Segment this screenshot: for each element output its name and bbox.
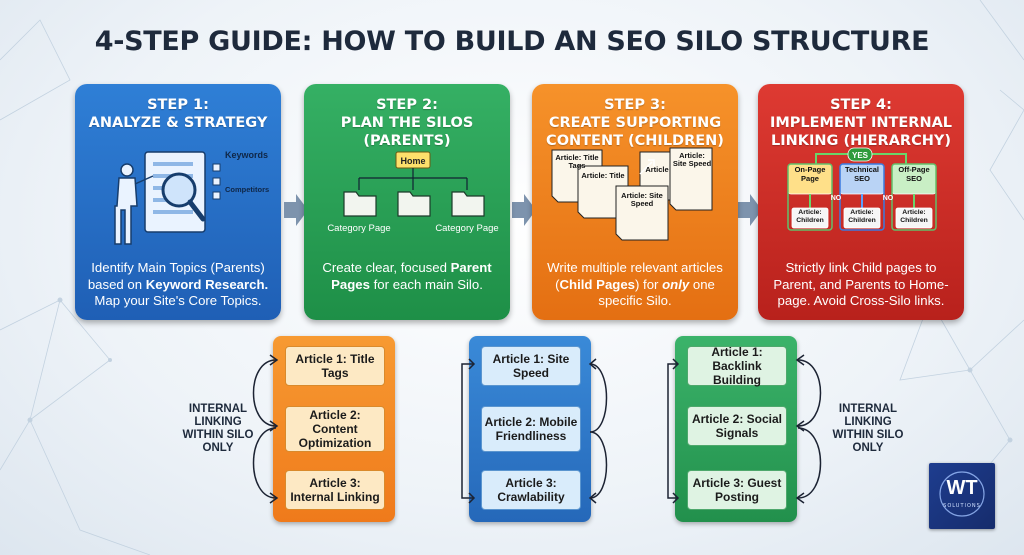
step-4-description: Strictly link Child pages to Parent, and… <box>773 260 949 308</box>
desc-text: one specific Silo. <box>598 276 715 309</box>
desc-bold: Parent Pages <box>331 260 492 292</box>
home-label: Home <box>400 156 425 166</box>
desc-bold: Child Pages <box>559 276 635 292</box>
step-3-card: STEP 3: CREATE SUPPORTING CONTENT (CHILD… <box>532 84 738 320</box>
checklist-icon <box>212 163 221 200</box>
arrow-right-icon <box>512 194 536 226</box>
desc-text: Map your Site's Core Topics. <box>94 293 262 308</box>
silo-column-green: Article 1: Backlink Building Article 2: … <box>675 336 797 522</box>
step-2-title: PLAN THE SILOS <box>340 115 474 131</box>
silo-article-card: Article 3: Guest Posting <box>687 470 787 510</box>
step-1-heading: STEP 1: ANALYZE & STRATEGY <box>75 96 281 132</box>
logo-subtitle: SOLUTIONS <box>943 503 981 509</box>
child-label: Article: Children <box>796 209 824 224</box>
article-doc-label: Article: Site Speed <box>672 152 712 168</box>
step-4-card: STEP 4: IMPLEMENT INTERNAL LINKING (HIER… <box>758 84 964 320</box>
silo-column-blue: Article 1: Site Speed Article 2: Mobile … <box>469 336 591 522</box>
yes-label: YES <box>852 151 869 160</box>
linking-hierarchy-illustration: YES On-Page Page Technical SEO Off-Page … <box>787 147 937 231</box>
linking-arrows <box>795 354 822 504</box>
logo-ring-icon <box>939 471 985 517</box>
desc-text: Write multiple relevant articles ( <box>547 260 723 292</box>
column-label: Off-Page SEO <box>898 166 930 183</box>
internal-linking-label-left: INTERNAL LINKING WITHIN SILO ONLY <box>182 403 254 454</box>
child-label: Article: Children <box>848 209 876 224</box>
step-2-subtitle: (PARENTS) <box>363 133 451 149</box>
step-1-description: Identify Main Topics (Parents) based on … <box>85 260 271 310</box>
folder-icon <box>343 191 485 217</box>
column-label: Technical SEO <box>844 166 880 183</box>
linking-bracket-left <box>461 358 476 504</box>
step-3-heading: STEP 3: CREATE SUPPORTING CONTENT (CHILD… <box>532 96 738 150</box>
linking-bracket-left <box>667 358 680 504</box>
step-4-heading: STEP 4: IMPLEMENT INTERNAL LINKING (HIER… <box>758 96 964 150</box>
silo-article-card: Article 2: Social Signals <box>687 406 787 446</box>
silo-article-card: Article 1: Title Tags <box>285 346 385 386</box>
step-3-number: STEP 3: <box>604 97 666 113</box>
step-4-number: STEP 4: <box>830 97 892 113</box>
column-label: On-Page Page <box>794 166 826 183</box>
silo-plan-illustration: Home Category Page Category Page <box>327 151 499 234</box>
article-doc-label: Article <box>645 166 669 174</box>
step-1-number: STEP 1: <box>147 97 209 113</box>
step-3-description: Write multiple relevant articles (Child … <box>542 260 728 310</box>
silo-column-orange: Article 1: Title Tags Article 2: Content… <box>273 336 395 522</box>
no-label: NO <box>883 195 894 202</box>
step-2-card: STEP 2: PLAN THE SILOS (PARENTS) Home Ca… <box>304 84 510 320</box>
article-doc-label: Article: Title <box>581 172 625 180</box>
silo-article-card: Article 3: Internal Linking <box>285 470 385 510</box>
step-1-card: STEP 1: ANALYZE & STRATEGY Keywords Comp… <box>75 84 281 320</box>
logo-mark: WT <box>946 477 978 499</box>
wt-solutions-logo: WT SOLUTIONS <box>929 463 995 529</box>
silo-article-card: Article 3: Crawlability <box>481 470 581 510</box>
silo-article-card: Article 2: Content Optimization <box>285 406 385 452</box>
category-page-label: Category Page <box>327 224 391 234</box>
competitors-label: Competitors <box>225 185 269 194</box>
no-label: NO <box>831 195 842 202</box>
desc-italic: only <box>662 276 690 292</box>
arrow-right-icon <box>284 194 308 226</box>
page-title: 4-STEP GUIDE: HOW TO BUILD AN SEO SILO S… <box>94 26 930 57</box>
keywords-label: Keywords <box>225 150 268 160</box>
desc-text: Create clear, focused <box>322 260 451 275</box>
step-2-heading: STEP 2: PLAN THE SILOS (PARENTS) <box>304 96 510 150</box>
desc-text: ) for <box>635 276 663 292</box>
silo-article-card: Article 1: Backlink Building <box>687 345 787 387</box>
step-2-description: Create clear, focused Parent Pages for e… <box>314 260 500 293</box>
article-doc-label: Article: Title Tags <box>555 154 599 170</box>
keyword-research-illustration: Keywords Competitors <box>114 150 269 245</box>
step-4-title: IMPLEMENT INTERNAL <box>769 115 953 131</box>
step-4-subtitle: LINKING (HIERARCHY) <box>770 133 951 149</box>
linking-bracket-right <box>588 358 608 504</box>
arrow-right-icon <box>738 194 762 226</box>
step-1-title: ANALYZE & STRATEGY <box>88 115 268 131</box>
linking-arrows <box>252 354 279 504</box>
article-doc-label: Article: Site Speed <box>621 192 663 208</box>
category-page-label: Category Page <box>435 224 499 234</box>
desc-bold: Keyword Research. <box>145 276 269 292</box>
desc-text: for each main Silo. <box>369 276 483 292</box>
silo-article-card: Article 1: Site Speed <box>481 346 581 386</box>
child-label: Article: Children <box>900 209 928 224</box>
step-3-title: CREATE SUPPORTING <box>548 115 722 131</box>
silo-article-card: Article 2: Mobile Friendliness <box>481 406 581 452</box>
step-3-subtitle: CONTENT (CHILDREN) <box>546 133 724 149</box>
articles-illustration: Article: Title Tags Article: Title Artic… <box>551 147 713 241</box>
step-2-number: STEP 2: <box>376 97 438 113</box>
internal-linking-label-right: INTERNAL LINKING WITHIN SILO ONLY <box>832 403 904 454</box>
desc-text: Identify Main Topics (Parents) based on <box>87 260 265 292</box>
person-icon <box>114 163 154 245</box>
